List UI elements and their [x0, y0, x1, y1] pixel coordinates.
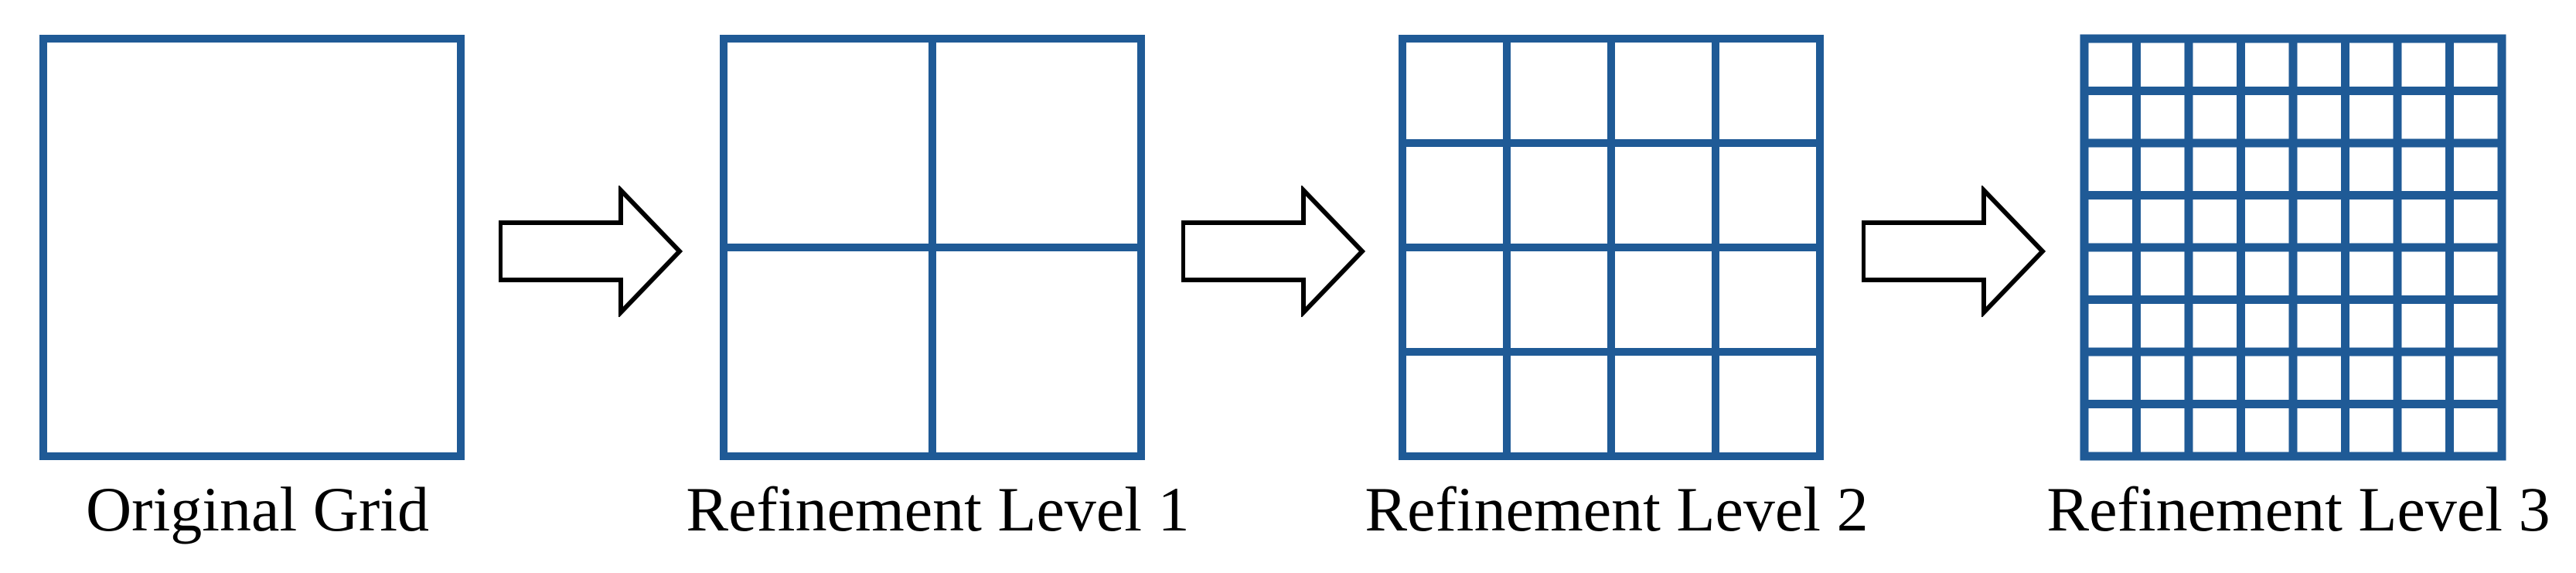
grid-refinement-level-1 [720, 35, 1145, 460]
arrow-shape [1181, 186, 1366, 317]
grid-original [39, 35, 465, 460]
grid-outline [39, 35, 465, 460]
stage-refinement-level-1: Refinement Level 1 [686, 0, 1190, 573]
grid-refinement-level-2 [1399, 35, 1824, 460]
arrow-shape [499, 186, 683, 317]
stage-refinement-level-3: Refinement Level 3 [2046, 0, 2550, 573]
stage-label-refinement-level-3: Refinement Level 3 [2046, 474, 2550, 544]
right-arrow-icon [1862, 186, 2046, 317]
stage-label-refinement-level-1: Refinement Level 1 [686, 474, 1190, 544]
stage-label-refinement-level-2: Refinement Level 2 [1365, 474, 1869, 544]
right-arrow-icon [1181, 186, 1366, 317]
stage-label-original-grid: Original Grid [85, 474, 430, 544]
right-arrow-icon [499, 186, 683, 317]
grid-refinement-level-3 [2080, 34, 2506, 461]
arrow-shape [1862, 186, 2046, 317]
stage-refinement-level-2: Refinement Level 2 [1365, 0, 1869, 573]
stage-original-grid: Original Grid [39, 0, 472, 573]
